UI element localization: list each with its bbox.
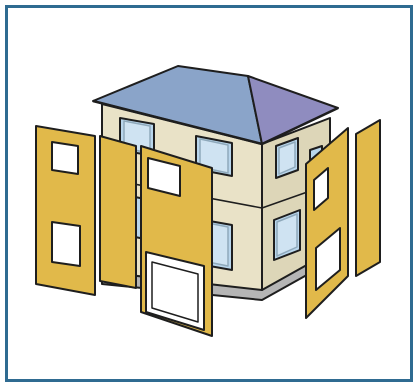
wall-panel-left-inner bbox=[100, 136, 136, 288]
wall-panel-center bbox=[141, 146, 212, 336]
wall-panel-left-outer bbox=[36, 126, 95, 295]
wall-panel-right-inner bbox=[356, 120, 380, 276]
